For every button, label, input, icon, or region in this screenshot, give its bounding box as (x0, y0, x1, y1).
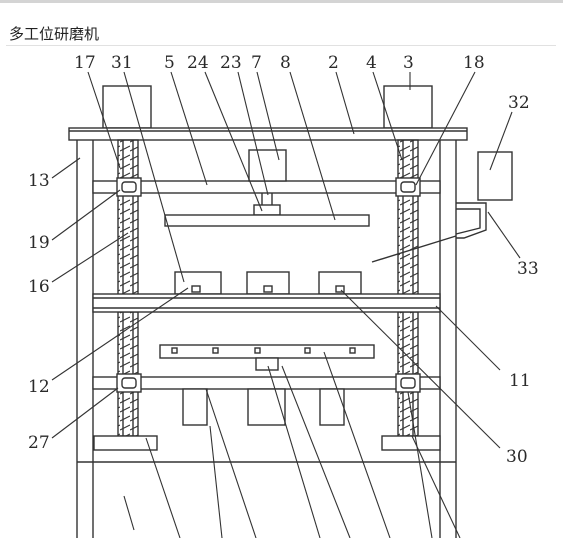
label-3: 3 (403, 53, 414, 73)
label-18: 18 (463, 53, 485, 73)
label-11: 11 (509, 371, 531, 391)
label-7: 7 (251, 53, 262, 73)
header-divider (6, 45, 556, 46)
top-plate (68, 127, 468, 141)
lower-motor-2 (247, 388, 286, 426)
lower-motor-1 (182, 388, 208, 426)
header: 多工位研磨机 (0, 3, 563, 45)
upper-grinding-plate (164, 214, 370, 227)
label-33: 33 (517, 259, 539, 279)
label-4: 4 (366, 53, 377, 73)
page-title: 多工位研磨机 (9, 25, 100, 43)
label-30: 30 (506, 447, 528, 467)
base-block-right (381, 435, 441, 451)
label-16: 16 (28, 277, 50, 297)
label-31: 31 (111, 53, 133, 73)
label-12: 12 (28, 377, 50, 397)
middle-plate (92, 293, 441, 313)
side-motor (477, 151, 513, 201)
coupling (253, 204, 281, 216)
motor-left (102, 85, 152, 129)
label-27: 27 (28, 433, 50, 453)
side-pipe (456, 202, 487, 239)
machine-diagram: 17 31 5 24 23 7 8 2 4 3 18 32 13 19 16 3… (0, 46, 563, 539)
label-19: 19 (28, 233, 50, 253)
upper-motor (248, 149, 287, 182)
label-5: 5 (164, 53, 175, 73)
lower-crossbar (92, 376, 441, 390)
label-2: 2 (328, 53, 339, 73)
label-17: 17 (74, 53, 96, 73)
lower-coupling (255, 357, 279, 371)
label-32: 32 (508, 93, 530, 113)
motor-right (383, 85, 433, 129)
top-border (0, 0, 563, 3)
label-13: 13 (28, 171, 50, 191)
label-24: 24 (187, 53, 209, 73)
label-23: 23 (220, 53, 242, 73)
lower-motor-3 (319, 388, 345, 426)
base-block-left (93, 435, 158, 451)
lower-grinding-plate (159, 344, 375, 359)
label-8: 8 (280, 53, 291, 73)
